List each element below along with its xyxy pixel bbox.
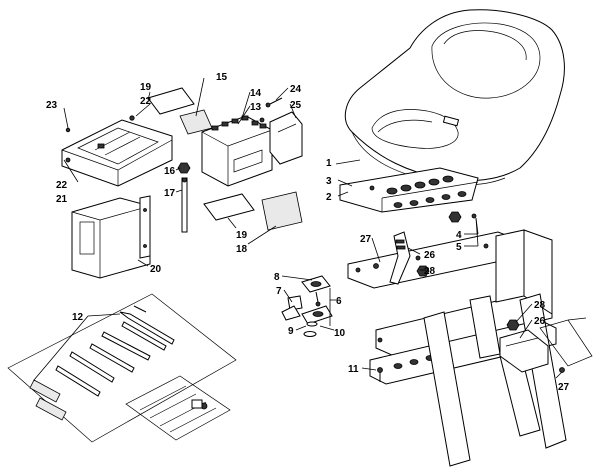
connector-plate: [261, 191, 303, 231]
callout-17: 17: [164, 188, 176, 199]
callout-27-upper: 27: [360, 234, 372, 245]
callout-5: 5: [456, 242, 462, 253]
callout-28-lower: 28: [534, 300, 546, 311]
callout-26-upper: 26: [424, 250, 436, 261]
terminal-bracket: [269, 111, 303, 165]
battery: [201, 115, 273, 187]
battery-tray: [61, 115, 173, 187]
callout-26-lower: 26: [534, 316, 546, 327]
nut-4: [448, 211, 477, 223]
callout-2: 2: [326, 192, 332, 203]
callout-18: 18: [236, 244, 248, 255]
callout-10: 10: [334, 328, 346, 339]
callout-21: 21: [56, 194, 68, 205]
callout-6: 6: [336, 296, 342, 307]
callout-3: 3: [326, 176, 332, 187]
callout-12: 12: [72, 312, 84, 323]
callout-8: 8: [274, 272, 280, 283]
seat: [344, 9, 565, 186]
tool-kit: [7, 293, 237, 443]
callout-15: 15: [216, 72, 228, 83]
callout-labels: 1 3 2 4 5 6 7 8 9 10 11 12 13 14 15 16 1…: [46, 72, 570, 393]
callout-4: 4: [456, 230, 462, 241]
seat-base-plate: [339, 167, 479, 213]
leader-lines: [33, 77, 563, 381]
battery-pad: [147, 87, 255, 221]
callout-13: 13: [250, 102, 262, 113]
callout-7: 7: [276, 286, 282, 297]
nut-16: [177, 162, 191, 174]
latch-parts: [281, 275, 383, 382]
battery-box: [71, 195, 151, 279]
callout-9: 9: [288, 326, 294, 337]
callout-24: 24: [290, 84, 302, 95]
seat-latch-upper: [373, 231, 430, 285]
frame: [347, 229, 567, 467]
callout-11: 11: [348, 364, 359, 375]
callout-28-upper: 28: [424, 266, 436, 277]
callout-22-left: 22: [56, 180, 68, 191]
screw-24: [265, 97, 283, 108]
callout-19-bottom: 19: [236, 230, 248, 241]
callout-1: 1: [326, 158, 332, 169]
callout-27-lower: 27: [558, 382, 570, 393]
hold-down-rod: [181, 177, 188, 233]
callout-19-top: 19: [140, 82, 152, 93]
seat-latch-side: [499, 319, 565, 373]
callout-14: 14: [250, 88, 262, 99]
callout-16: 16: [164, 166, 176, 177]
callout-23: 23: [46, 100, 58, 111]
callout-25: 25: [290, 100, 302, 111]
callout-20: 20: [150, 264, 162, 275]
callout-22-top: 22: [140, 96, 152, 107]
side-frame-section: [539, 317, 593, 367]
